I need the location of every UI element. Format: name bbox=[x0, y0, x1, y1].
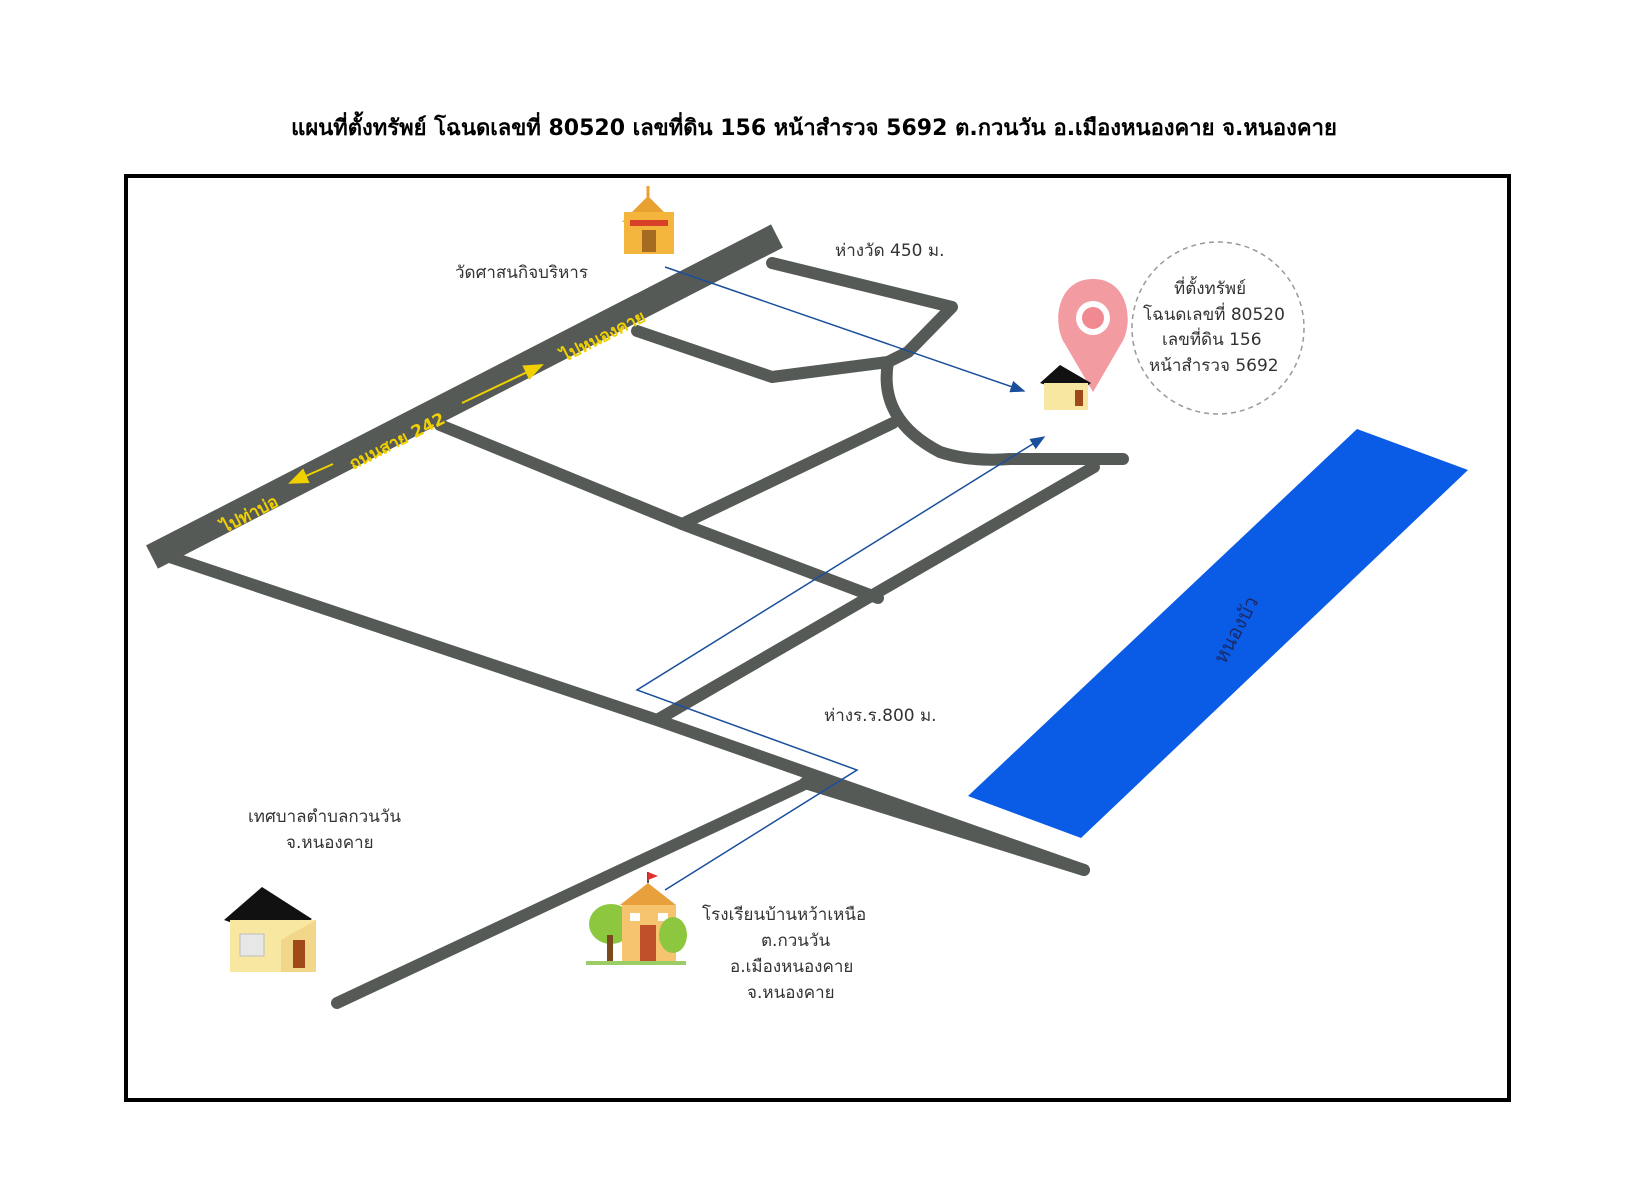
school-line3: อ.เมืองหนองคาย bbox=[730, 957, 853, 977]
lake bbox=[968, 429, 1468, 838]
property-house-icon bbox=[1040, 365, 1091, 410]
property-line3: เลขที่ดิน 156 bbox=[1162, 327, 1262, 350]
school-line1: โรงเรียนบ้านหว้าเหนือ bbox=[702, 904, 866, 925]
road-east bbox=[651, 461, 1100, 726]
arrow-to-thabo bbox=[288, 463, 334, 484]
property-line2: โฉนดเลขที่ 80520 bbox=[1143, 302, 1285, 325]
house-icon bbox=[224, 887, 316, 972]
location-pin-icon bbox=[1058, 279, 1128, 392]
property-line1: ที่ตั้งทรัพย์ bbox=[1174, 276, 1246, 299]
road-southeast bbox=[799, 777, 1090, 876]
municipality-line2: จ.หนองคาย bbox=[286, 833, 374, 853]
page-title: แผนที่ตั้งทรัพย์ โฉนดเลขที่ 80520 เลขที่… bbox=[291, 116, 1337, 141]
arrow-from-school bbox=[635, 436, 1046, 891]
property-line4: หน้าสำรวจ 5692 bbox=[1149, 356, 1279, 376]
municipality-line1: เทศบาลตำบลกวนวัน bbox=[248, 807, 401, 827]
distance-temple-label: ห่างวัด 450 ม. bbox=[835, 241, 945, 261]
arrow-from-temple bbox=[664, 266, 1026, 393]
property-marker bbox=[1040, 241, 1305, 415]
road-cross bbox=[676, 417, 899, 530]
school-line2: ต.กวนวัน bbox=[761, 931, 830, 951]
temple-icon bbox=[622, 186, 674, 254]
arrow-to-nongkhai bbox=[461, 364, 544, 404]
distance-school-label: ห่างร.ร.800 ม. bbox=[824, 706, 937, 726]
school-icon bbox=[586, 872, 687, 965]
highway-242 bbox=[146, 224, 783, 569]
school-line4: จ.หนองคาย bbox=[747, 983, 835, 1003]
temple-label: วัดศาสนกิจบริหาร bbox=[455, 263, 588, 283]
road-upper-loop bbox=[631, 257, 958, 383]
road-school bbox=[331, 777, 813, 1009]
distance-arrows bbox=[635, 266, 1046, 891]
property-callout bbox=[1131, 241, 1305, 415]
road-curve bbox=[880, 356, 1129, 466]
road-network bbox=[146, 224, 1129, 1009]
